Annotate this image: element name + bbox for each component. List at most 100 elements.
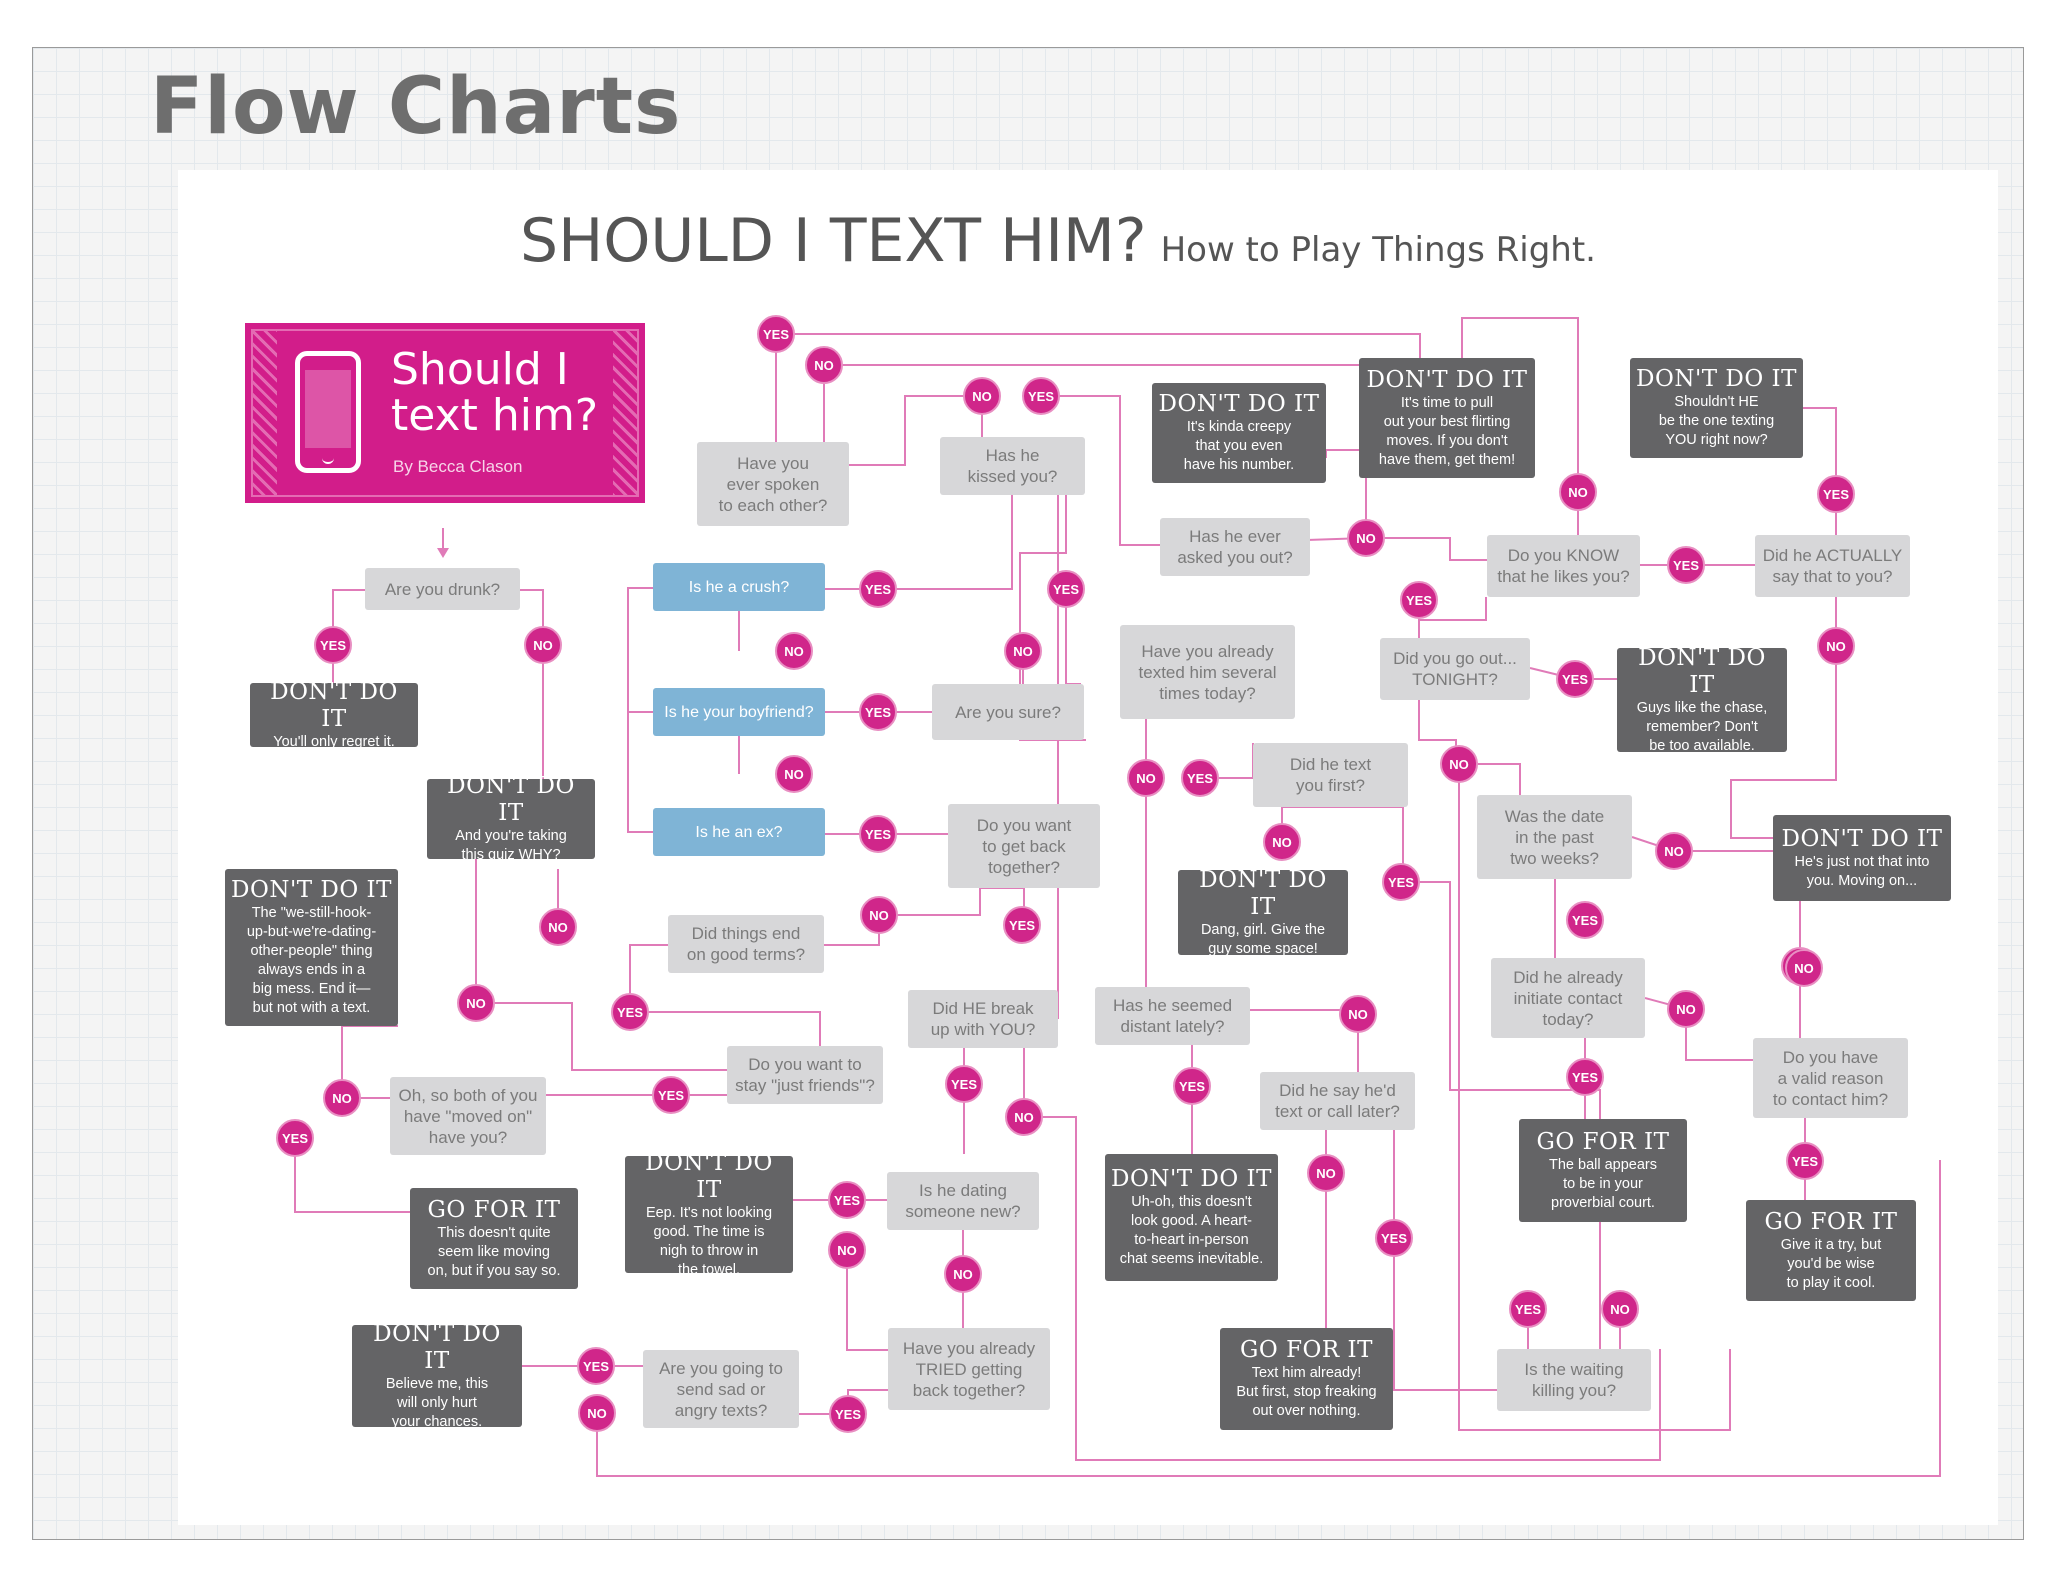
yes-badge: YES	[1786, 1142, 1824, 1180]
outcome-heading: DON'T DO IT	[1111, 1166, 1272, 1192]
outcome-body: Guys like the chase, remember? Don't be …	[1636, 699, 1768, 754]
question-goodterms: Did things end on good terms?	[668, 915, 824, 973]
connector-line	[520, 589, 594, 791]
question-ex: Is he an ex?	[653, 808, 825, 856]
yes-badge: YES	[859, 570, 897, 608]
question-crush: Is he a crush?	[653, 563, 825, 611]
yes-badge: YES	[757, 315, 795, 353]
no-badge: NO	[1440, 745, 1478, 783]
no-badge: NO	[1817, 627, 1855, 665]
connector-line	[879, 887, 1024, 916]
question-textfirst: Did he text you first?	[1253, 743, 1408, 807]
yes-badge: YES	[1817, 475, 1855, 513]
chart-title: SHOULD I TEXT HIM?How to Play Things Rig…	[520, 206, 1596, 276]
no-badge: NO	[1263, 823, 1301, 861]
main-title: SHOULD I TEXT HIM?	[520, 206, 1147, 276]
question-sure: Are you sure?	[932, 684, 1084, 740]
no-badge: NO	[805, 346, 843, 384]
question-distant: Has he seemed distant lately?	[1095, 987, 1250, 1045]
no-badge: NO	[524, 626, 562, 664]
no-badge: NO	[539, 908, 577, 946]
connector-line	[846, 1250, 888, 1351]
connector-line	[629, 944, 668, 1012]
slide-title: Flow Charts	[150, 62, 682, 152]
question-getback: Do you want to get back together?	[948, 804, 1100, 888]
start-byline: By Becca Clason	[393, 457, 523, 476]
no-badge: NO	[1004, 632, 1042, 670]
outcome-heading: DON'T DO IT	[447, 773, 575, 826]
yes-badge: YES	[1173, 1067, 1211, 1105]
no-badge: NO	[1785, 949, 1823, 987]
no-badge: NO	[1667, 990, 1705, 1028]
outcome-heading: DON'T DO IT	[645, 1149, 773, 1203]
outcome-body: Text him already! But first, stop freaki…	[1236, 1365, 1377, 1419]
question-goout: Did you go out... TONIGHT?	[1380, 638, 1530, 700]
no-badge: NO	[775, 755, 813, 793]
outcome-body: The "we-still-hook- up-but-we're-dating-…	[246, 905, 377, 1016]
connector-line	[849, 395, 982, 466]
outcome-body: Uh-oh, this doesn't look good. A heart- …	[1119, 1194, 1264, 1267]
outcome-body: The ball appears to be in your proverbia…	[1548, 1156, 1657, 1211]
connector-line	[294, 1138, 410, 1213]
outcome-heading: DON'T DO IT	[1638, 644, 1766, 698]
no-badge: NO	[1601, 1290, 1639, 1328]
connector-line	[1644, 997, 1753, 1061]
yes-badge: YES	[828, 1181, 866, 1219]
no-badge: NO	[457, 984, 495, 1022]
connector-line	[1041, 395, 1160, 546]
question-know: Do you KNOW that he likes you?	[1487, 535, 1640, 597]
question-friends: Do you want to stay "just friends"?	[727, 1046, 883, 1104]
question-saycall: Did he say he'd text or call later?	[1260, 1072, 1415, 1130]
no-badge: NO	[1559, 473, 1597, 511]
question-date: Was the date in the past two weeks?	[1477, 795, 1632, 879]
question-waiting: Is the waiting killing you?	[1497, 1349, 1651, 1411]
yes-badge: YES	[276, 1119, 314, 1157]
outcome-heading: DON'T DO IT	[373, 1320, 501, 1374]
question-movedon: Oh, so both of you have "moved on" have …	[390, 1077, 546, 1155]
question-breakup: Did HE break up with YOU?	[908, 990, 1058, 1048]
question-sad: Are you going to send sad or angry texts…	[643, 1350, 799, 1428]
yes-badge: YES	[945, 1065, 983, 1103]
yes-badge: YES	[1400, 581, 1438, 619]
yes-badge: YES	[859, 693, 897, 731]
connector-line	[776, 333, 1421, 358]
connector-line	[1325, 449, 1367, 538]
no-badge: NO	[828, 1231, 866, 1269]
outcome-heading: DON'T DO IT	[1158, 391, 1320, 417]
outcome-heading: GO FOR IT	[1240, 1337, 1373, 1363]
connector-line	[1803, 407, 1837, 494]
no-badge: NO	[1339, 995, 1377, 1033]
outcome-body: Eep. It's not looking good. The time is …	[645, 1204, 773, 1278]
outcome-body: Give it a try, but you'd be wise to play…	[1780, 1236, 1882, 1291]
question-tried: Have you already TRIED getting back toge…	[888, 1328, 1050, 1410]
no-badge: NO	[1127, 759, 1165, 797]
yes-badge: YES	[1556, 660, 1594, 698]
yes-badge: YES	[611, 993, 649, 1031]
yes-badge: YES	[1509, 1290, 1547, 1328]
outcome-body: Shouldn't HE be the one texting YOU righ…	[1658, 394, 1775, 448]
question-initiate: Did he already initiate contact today?	[1491, 958, 1645, 1038]
start-inner-border	[251, 329, 639, 497]
outcome-heading: GO FOR IT	[427, 1196, 561, 1223]
yes-badge: YES	[859, 815, 897, 853]
connector-line	[630, 1011, 821, 1046]
yes-badge: YES	[1047, 570, 1085, 608]
outcome-body: And you're taking this quiz WHY?	[455, 828, 567, 863]
yes-badge: YES	[1382, 863, 1420, 901]
connector-line	[627, 587, 653, 833]
